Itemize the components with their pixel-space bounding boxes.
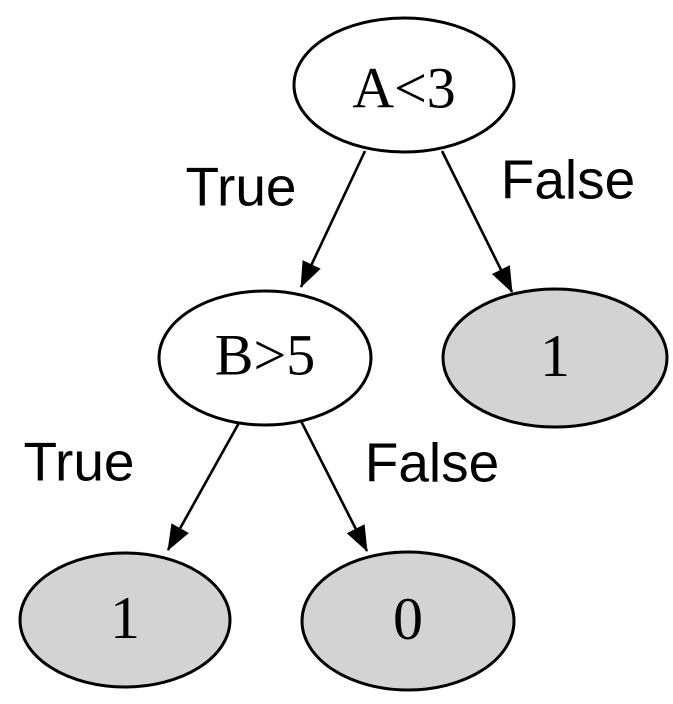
edge-label-root-true: True [185,155,296,217]
node-b-ellipse [157,289,373,427]
edge-label-root-false: False [501,148,636,210]
edge-b-true-arrow [166,420,242,551]
edge-root-true-arrow [299,150,367,288]
node-root-ellipse [292,16,516,154]
leaf-root-false-ellipse [441,287,669,429]
edge-b-false-arrow [299,420,369,552]
edge-root-false-arrow [440,150,514,293]
leaf-b-true-ellipse [18,551,232,689]
leaf-b-false-ellipse [300,550,516,692]
edge-label-b-true: True [23,430,134,492]
edge-label-b-false: False [365,431,500,493]
node-b-label: B>5 [215,322,315,387]
leaf-root-false-label: 1 [540,323,570,389]
leaf-b-true-label: 1 [110,585,140,651]
node-root-label: A<3 [352,55,456,120]
leaf-b-false-label: 0 [393,586,423,652]
